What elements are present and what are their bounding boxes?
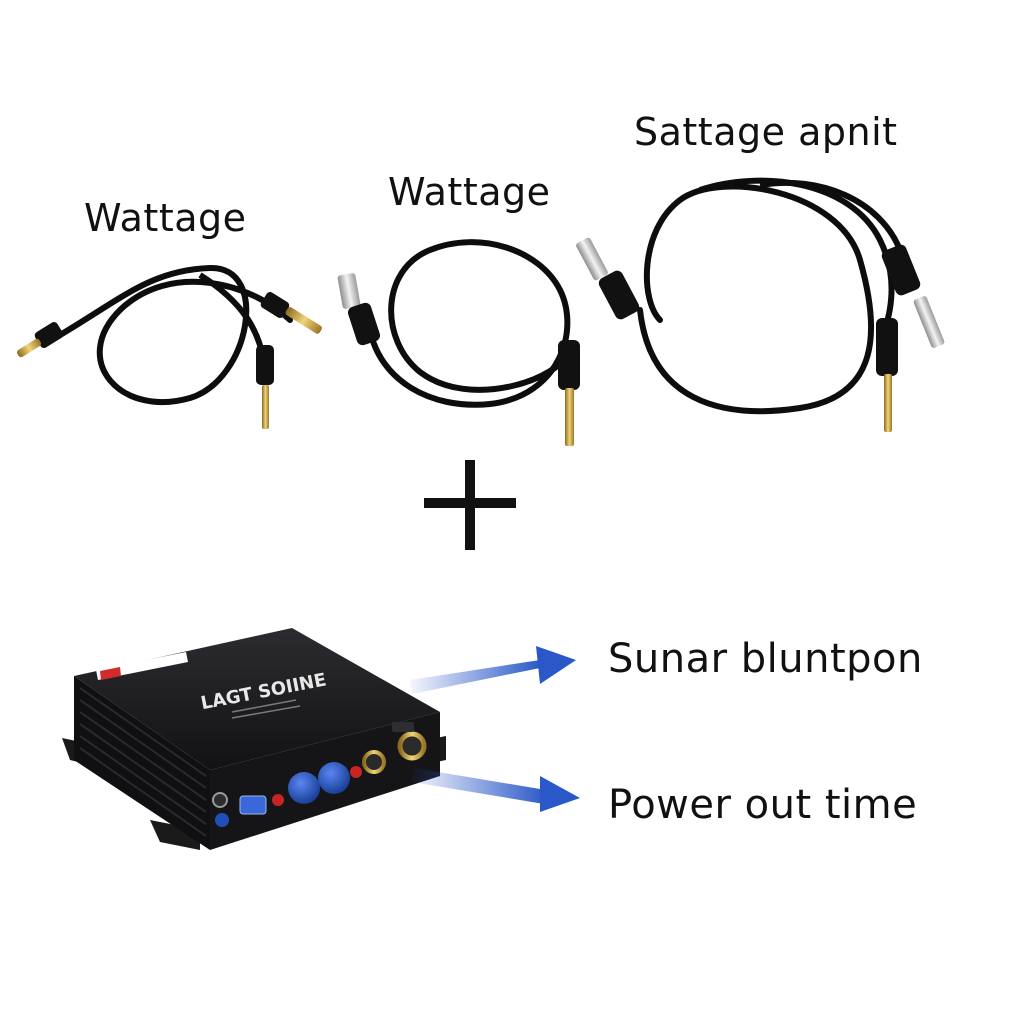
- arrow-lower-label: Power out time: [608, 782, 918, 828]
- gold-plug-right: [260, 291, 322, 334]
- silver-plug-left: [337, 273, 381, 346]
- arrow-upper-label: Sunar bluntpon: [608, 636, 923, 682]
- arrow-upper-head-icon: [536, 646, 576, 684]
- volume-knob-icon: [288, 772, 320, 804]
- gold-plug-bottom: [256, 345, 274, 429]
- cable-2: [337, 239, 580, 446]
- arrow-lower: [412, 768, 580, 812]
- blue-jack-icon: [215, 813, 229, 827]
- terminal-block-icon: [392, 722, 414, 732]
- rca-gold-jack-icon: [362, 750, 386, 774]
- gold-plug-bottom-3: [876, 318, 898, 432]
- rca-gold-jack-2-icon: [397, 731, 427, 761]
- cable-3: [576, 177, 945, 432]
- gold-plug-left: [16, 321, 64, 358]
- device-badge: [96, 652, 188, 680]
- red-jack-icon: [350, 766, 362, 778]
- amplifier-device: LAGT SOIINE: [62, 628, 446, 850]
- gold-plug-bottom-2: [558, 340, 580, 446]
- silver-plug-right-3: [881, 244, 945, 348]
- red-indicator-icon: [272, 794, 284, 806]
- power-switch-icon: [212, 792, 228, 808]
- tone-knob-icon: [318, 762, 350, 794]
- silver-plug-left-3: [576, 237, 640, 320]
- cable-2-label: Wattage: [388, 170, 551, 214]
- plus-symbol: [424, 460, 516, 550]
- db9-port-icon: [239, 795, 267, 815]
- cable-1-label: Wattage: [84, 196, 247, 240]
- cable-3-label: Sattage apnit: [634, 110, 898, 154]
- arrow-lower-head-icon: [540, 776, 580, 812]
- arrow-upper: [410, 646, 576, 694]
- cable-1: [16, 264, 322, 429]
